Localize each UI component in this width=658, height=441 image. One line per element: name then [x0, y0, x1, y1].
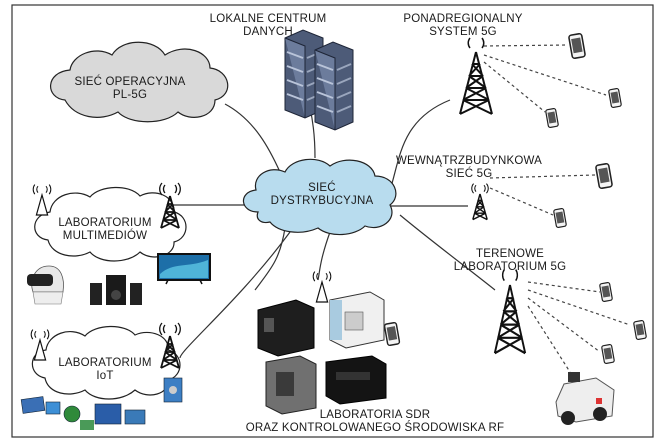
label-sdr-lab: LABORATORIA SDR ORAZ KONTROLOWANEGO ŚROD… — [245, 409, 505, 434]
label-distribution-network: SIEĆ DYSTRYBUCYJNA — [270, 182, 374, 207]
label-field-lab: TERENOWE LABORATORIUM 5G — [453, 248, 567, 273]
tv-icon — [157, 253, 211, 285]
cell-tower-icon — [493, 268, 527, 355]
radio-links — [483, 44, 631, 373]
label-iot-lab: LABORATORIUM IoT — [58, 357, 152, 382]
robot-icon — [555, 372, 615, 425]
outer-frame — [11, 4, 654, 438]
cloud-distribution — [242, 158, 397, 236]
label-data-center: LOKALNE CENTRUM DANYCH — [209, 13, 327, 38]
sdr-equipment-icon — [257, 291, 387, 415]
label-multimedia-lab: LABORATORIUM MULTIMEDIÓW — [58, 217, 152, 242]
label-supraregional-system: PONADREGIONALNY SYSTEM 5G — [403, 13, 523, 38]
label-operational-network: SIEĆ OPERACYJNA PL-5G — [74, 76, 186, 101]
antenna-icon — [32, 184, 52, 216]
connection-lines — [170, 99, 496, 359]
speakers-icon — [90, 275, 142, 305]
antenna-icon — [312, 271, 332, 303]
label-indoor-network: WEWNĄTRZBUDYNKOWA SIEĆ 5G — [395, 155, 543, 180]
iot-boards-icon — [20, 377, 183, 430]
cloud-operational — [50, 41, 229, 123]
cell-tower-icon — [471, 182, 489, 221]
cell-tower-icon — [459, 37, 493, 115]
phone-icon — [383, 32, 648, 365]
vr-headset-icon — [27, 265, 64, 305]
server-rack-icon — [284, 29, 354, 131]
